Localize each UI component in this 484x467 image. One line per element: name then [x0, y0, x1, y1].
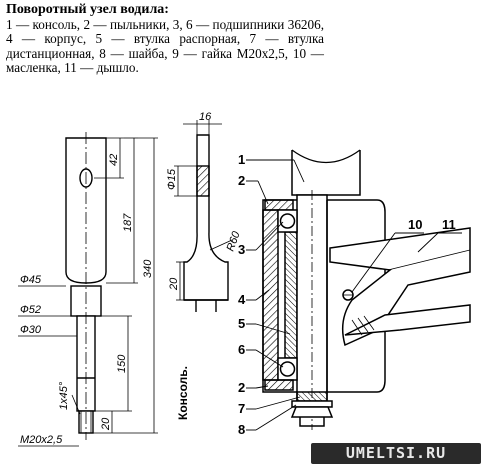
callout-4: 4 — [238, 292, 246, 307]
dim-20-bottom: 20 — [100, 417, 112, 431]
console-dimension-lines — [18, 137, 158, 447]
dim-340: 340 — [142, 259, 154, 278]
caption-title: Поворотный узел водила: — [6, 2, 169, 17]
dim-chamfer: 1x45° — [58, 381, 70, 410]
part-label-console: Консоль. — [176, 366, 190, 420]
dim-42: 42 — [108, 154, 120, 166]
dim-187: 187 — [122, 213, 134, 232]
dim-thread: М20x2,5 — [20, 434, 63, 446]
dim-diameter-52: Ф52 — [20, 304, 41, 316]
side-view-dimension-lines — [174, 120, 233, 301]
callout-2-bottom: 2 — [238, 380, 245, 395]
console-side-view — [183, 134, 229, 312]
callout-7: 7 — [238, 401, 245, 416]
callout-11: 11 — [442, 217, 456, 232]
dim-150: 150 — [116, 354, 128, 373]
callout-leaders — [246, 159, 462, 431]
dim-16: 16 — [199, 111, 212, 123]
callout-6: 6 — [238, 342, 245, 357]
assembly-section — [262, 149, 471, 430]
callout-3: 3 — [238, 242, 245, 257]
figure-caption: Поворотный узел водила: 1 — консоль, 2 —… — [6, 2, 324, 76]
callout-2-top: 2 — [238, 173, 245, 188]
dim-20-side: 20 — [168, 277, 180, 291]
callout-10: 10 — [408, 217, 422, 232]
dim-diameter-30: Ф30 — [20, 324, 42, 336]
callout-5: 5 — [238, 316, 245, 331]
watermark: UMELTSI.RU — [311, 443, 481, 464]
callout-8: 8 — [238, 422, 245, 437]
caption-legend: 1 — консоль, 2 — пыльники, 3, 6 — подшип… — [6, 16, 324, 75]
dim-diameter-45: Ф45 — [20, 274, 42, 286]
dim-diameter-15: Ф15 — [166, 168, 178, 190]
callout-1: 1 — [238, 152, 245, 167]
